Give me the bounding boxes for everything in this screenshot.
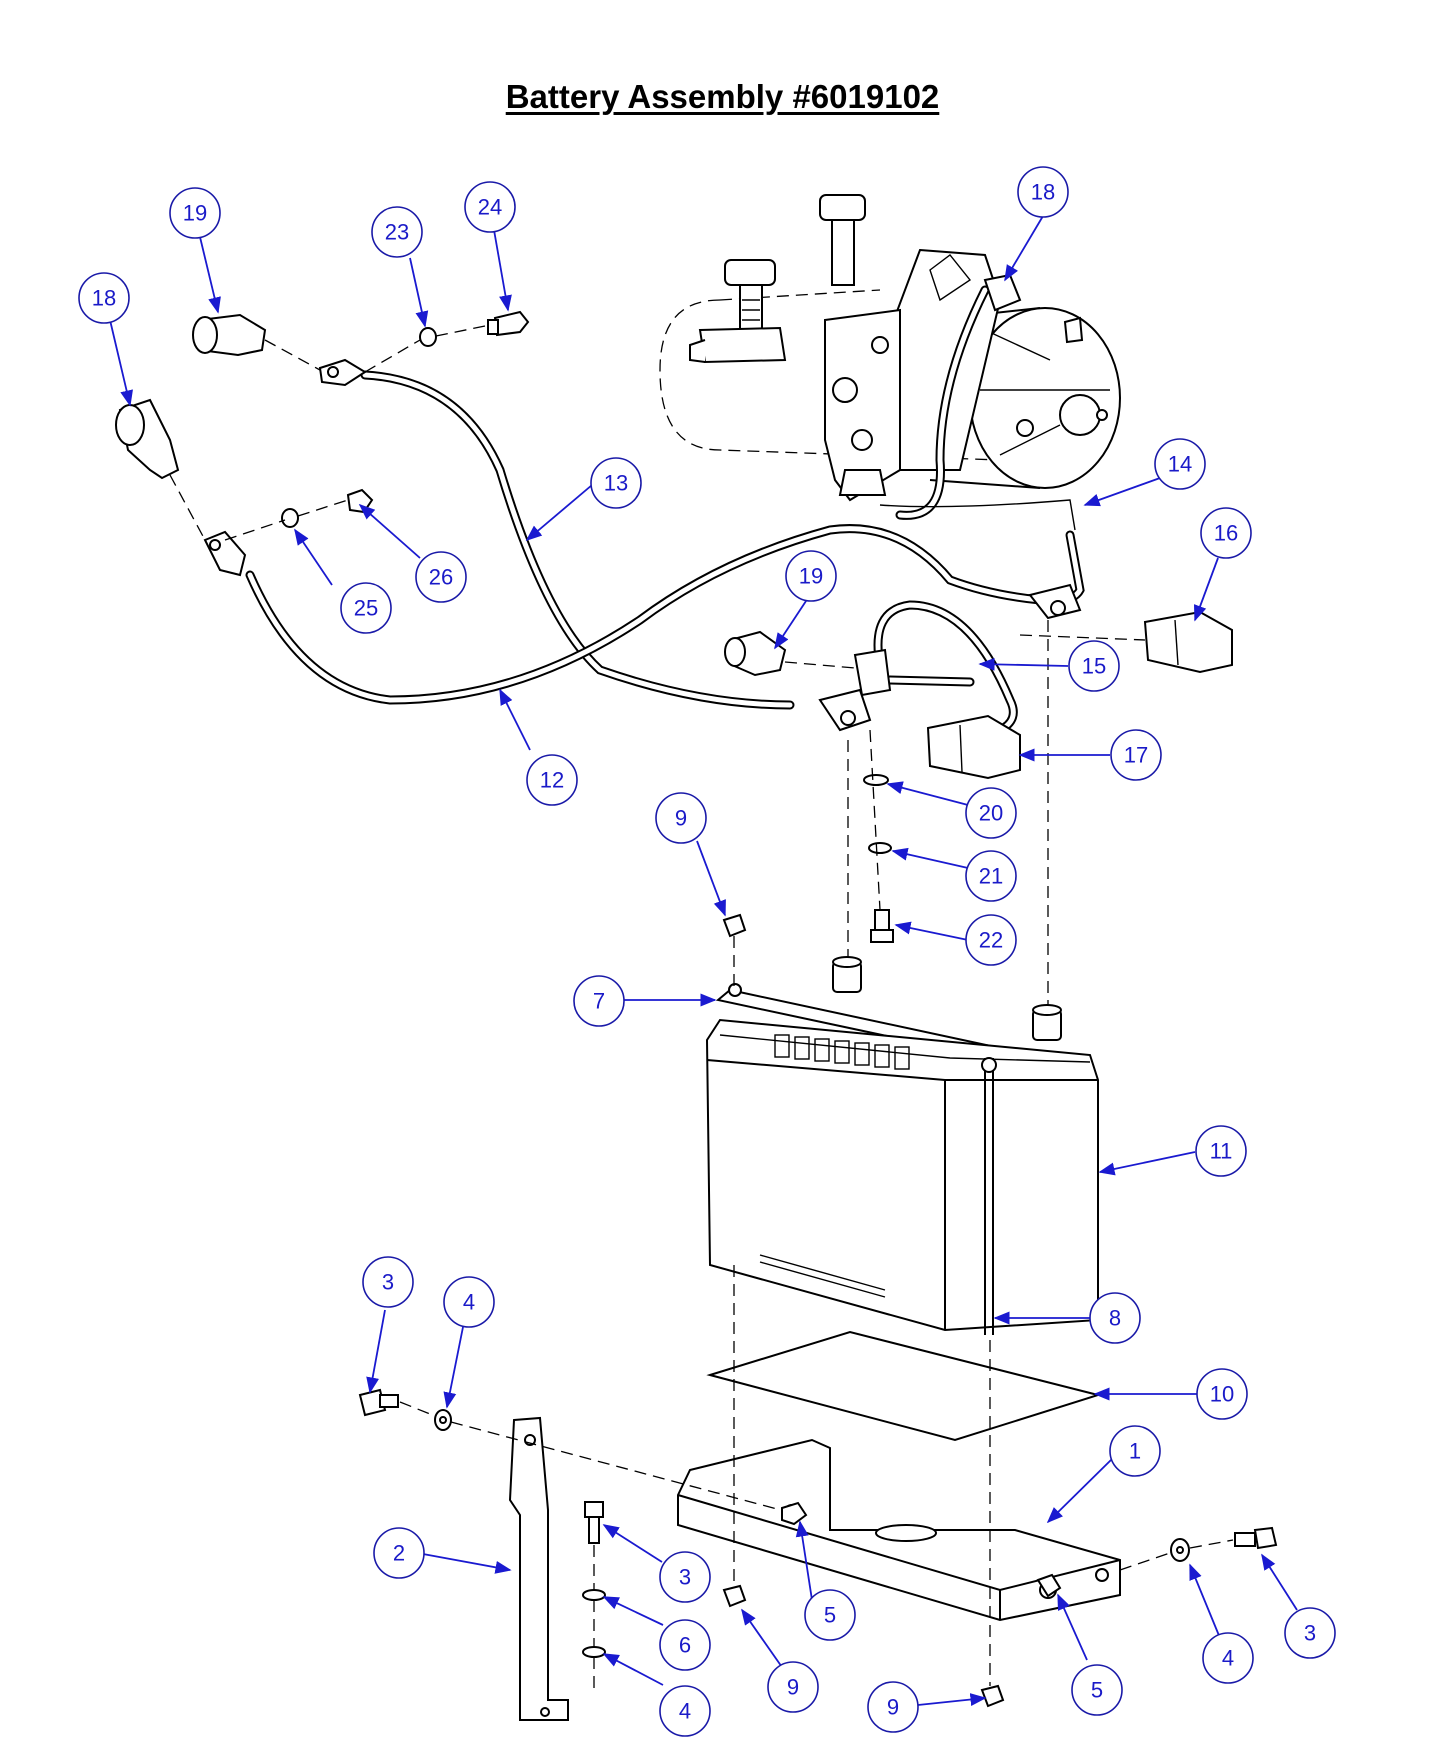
callout-18-left: 18	[78, 272, 130, 324]
callout-21: 21	[965, 850, 1017, 902]
callout-16: 16	[1200, 507, 1252, 559]
svg-text:12: 12	[540, 768, 564, 793]
hydraulic-pump-unit	[659, 194, 1121, 531]
callout-5-right: 5	[1071, 1664, 1123, 1716]
callout-4-right: 4	[1202, 1632, 1254, 1684]
callout-9-lower-right: 9	[867, 1681, 919, 1733]
callout-17: 17	[1110, 729, 1162, 781]
callout-6: 6	[659, 1619, 711, 1671]
callout-7: 7	[573, 975, 625, 1027]
svg-text:13: 13	[604, 471, 628, 496]
svg-text:15: 15	[1082, 654, 1106, 679]
svg-text:4: 4	[679, 1699, 691, 1724]
svg-text:18: 18	[1031, 180, 1055, 205]
callout-5-center: 5	[804, 1589, 856, 1641]
svg-text:6: 6	[679, 1633, 691, 1658]
callout-8: 8	[1089, 1292, 1141, 1344]
svg-text:9: 9	[887, 1695, 899, 1720]
battery-pad	[706, 1330, 1102, 1442]
svg-text:16: 16	[1214, 521, 1238, 546]
callout-23: 23	[371, 206, 423, 258]
callout-26: 26	[415, 551, 467, 603]
svg-text:3: 3	[382, 1270, 394, 1295]
callout-25: 25	[340, 582, 392, 634]
svg-text:3: 3	[1304, 1621, 1316, 1646]
svg-text:9: 9	[787, 1675, 799, 1700]
svg-text:5: 5	[1091, 1678, 1103, 1703]
callout-3-left: 3	[362, 1256, 414, 1308]
callout-10: 10	[1196, 1368, 1248, 1420]
svg-text:24: 24	[478, 195, 502, 220]
svg-text:20: 20	[979, 801, 1003, 826]
callout-15: 15	[1068, 640, 1120, 692]
svg-text:3: 3	[679, 1565, 691, 1590]
svg-text:4: 4	[1222, 1646, 1234, 1671]
svg-text:18: 18	[92, 286, 116, 311]
battery	[705, 913, 1099, 1335]
diagram-title: Battery Assembly #6019102	[505, 78, 940, 115]
callout-18-pump: 18	[1017, 166, 1069, 218]
callout-24: 24	[464, 181, 516, 233]
callout-4-left: 4	[443, 1276, 495, 1328]
svg-text:1: 1	[1129, 1439, 1141, 1464]
svg-text:5: 5	[824, 1603, 836, 1628]
svg-text:23: 23	[385, 220, 409, 245]
callout-19-center: 19	[785, 550, 837, 602]
svg-text:26: 26	[429, 565, 453, 590]
svg-text:25: 25	[354, 596, 378, 621]
callout-2: 2	[373, 1527, 425, 1579]
svg-text:8: 8	[1109, 1306, 1121, 1331]
svg-text:9: 9	[675, 806, 687, 831]
callout-9-lower-center: 9	[767, 1661, 819, 1713]
svg-text:4: 4	[463, 1290, 475, 1315]
svg-text:19: 19	[799, 564, 823, 589]
callout-9-top: 9	[655, 792, 707, 844]
svg-text:21: 21	[979, 864, 1003, 889]
svg-text:10: 10	[1210, 1382, 1234, 1407]
terminal-hardware	[724, 583, 1233, 1010]
callout-1: 1	[1109, 1425, 1161, 1477]
callout-12: 12	[526, 754, 578, 806]
svg-text:14: 14	[1168, 452, 1192, 477]
callout-14: 14	[1154, 438, 1206, 490]
svg-text:22: 22	[979, 928, 1003, 953]
callout-20: 20	[965, 787, 1017, 839]
callout-leaders	[109, 215, 1298, 1706]
battery-cables	[245, 370, 1085, 735]
callout-13: 13	[590, 457, 642, 509]
lower-hardware	[358, 1265, 1278, 1708]
bracket	[508, 1416, 569, 1721]
callout-19-left: 19	[169, 187, 221, 239]
callout-3-right: 3	[1284, 1607, 1336, 1659]
svg-text:7: 7	[593, 989, 605, 1014]
svg-text:11: 11	[1210, 1139, 1233, 1164]
svg-text:2: 2	[393, 1541, 405, 1566]
callout-11: 11	[1195, 1125, 1247, 1177]
callout-4-bottom: 4	[659, 1685, 711, 1737]
left-hardware	[115, 310, 530, 577]
svg-text:17: 17	[1124, 743, 1148, 768]
callout-3-center: 3	[659, 1551, 711, 1603]
callout-22: 22	[965, 914, 1017, 966]
svg-text:19: 19	[183, 201, 207, 226]
